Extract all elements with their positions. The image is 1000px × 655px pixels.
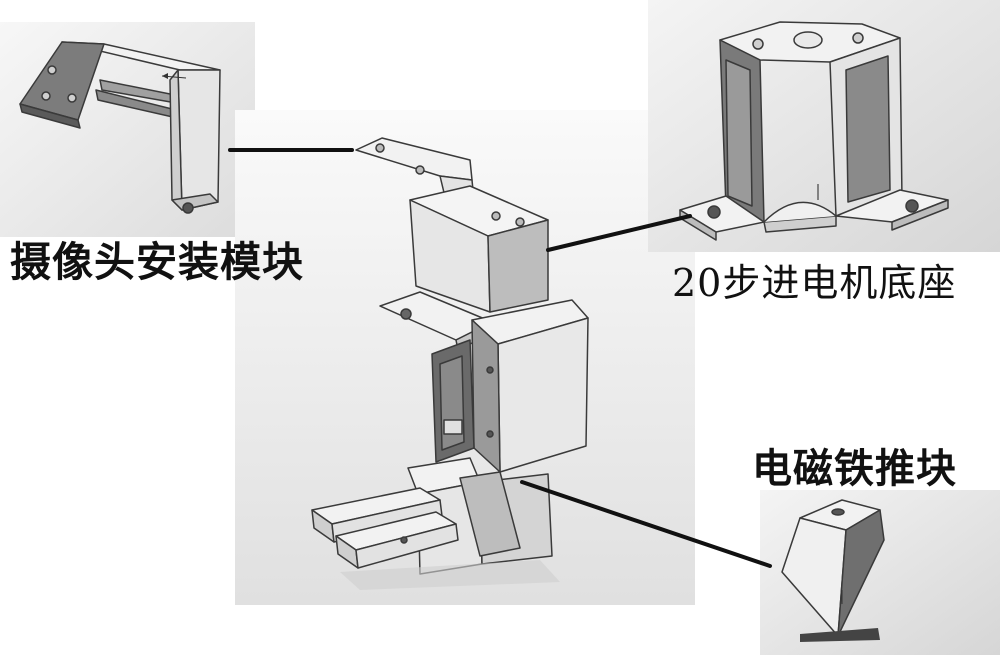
leader-line-stepper: [546, 214, 692, 252]
main-assembly: [311, 137, 589, 590]
leader-lines: [228, 148, 772, 568]
magnet-pusher-part: [781, 499, 885, 642]
leader-line-magnet: [520, 480, 772, 568]
camera-mount-part: [19, 41, 221, 214]
stepper-base-label: 20步进电机底座: [672, 261, 957, 305]
camera-mount-label: 摄像头安装模块: [10, 238, 304, 286]
stepper-base-part: [679, 21, 949, 241]
magnet-pusher-label: 电磁铁推块: [752, 445, 957, 492]
